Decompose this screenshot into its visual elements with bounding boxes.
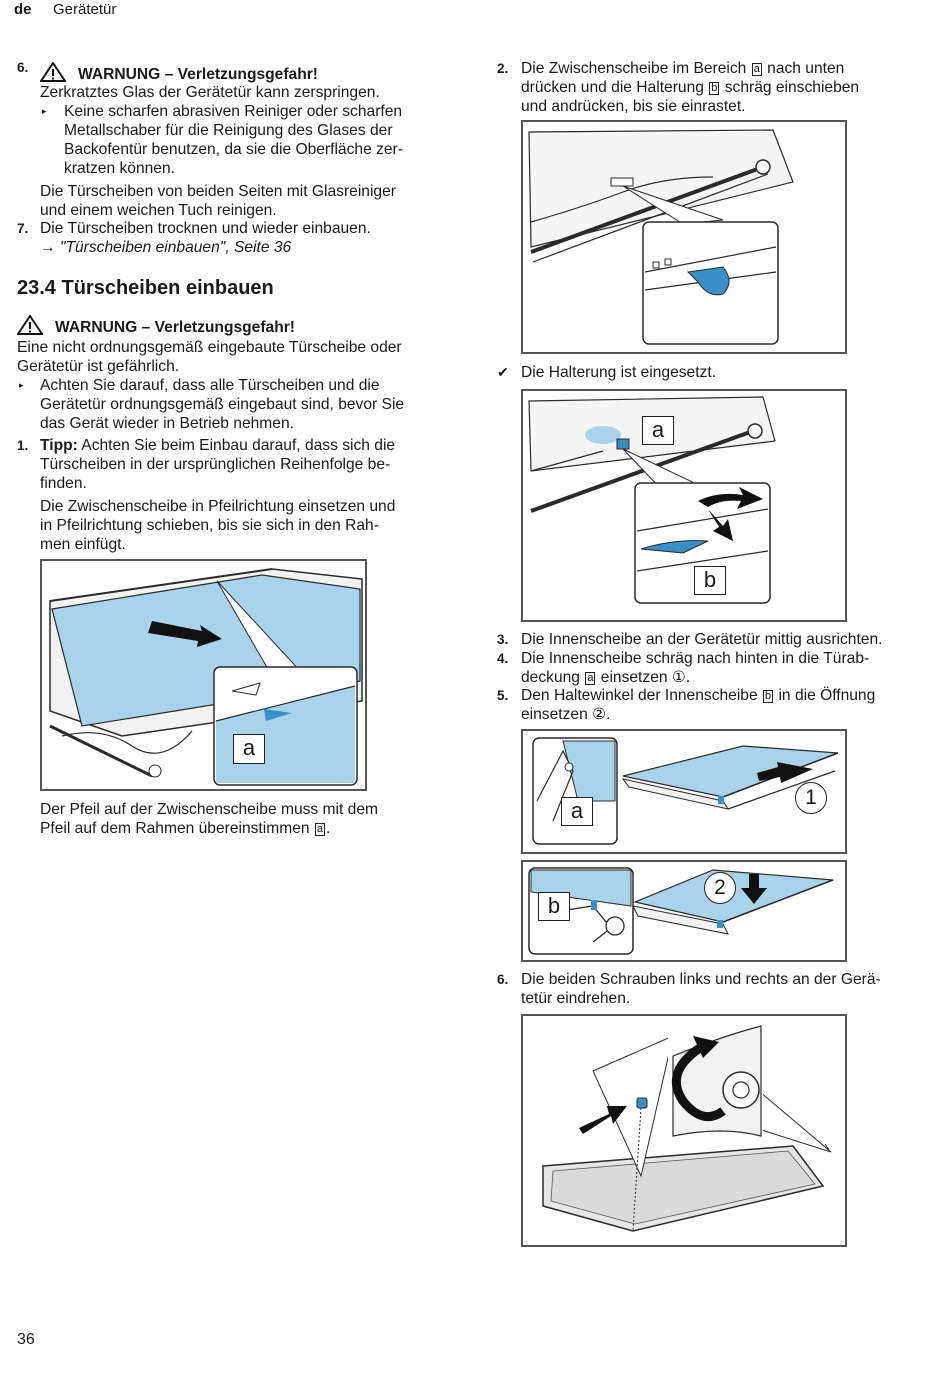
figure-label: a <box>561 797 593 826</box>
step-number: 5. <box>497 688 509 703</box>
reference-box: a <box>585 672 596 685</box>
illustration-insert-middle-pane <box>40 559 367 791</box>
step-line: drücken und die Halterung b schräg einsc… <box>521 79 860 96</box>
step-marker: 2 <box>704 872 736 904</box>
step-number: 7. <box>17 221 29 236</box>
step-line: einsetzen ②. <box>521 706 611 723</box>
step-number: 6. <box>17 60 29 75</box>
section-heading: 23.4 Türscheiben einbauen <box>17 277 274 299</box>
step-text: Die Türscheiben trocknen und wieder einb… <box>40 220 371 237</box>
bullet-line: Keine scharfen abrasiven Reiniger oder s… <box>64 103 403 120</box>
bullet-icon: ▸ <box>19 380 24 390</box>
step-line: tetür eindrehen. <box>521 990 631 1007</box>
figure-label: b <box>538 892 570 921</box>
bullet-line: Achten Sie darauf, dass alle Türscheiben… <box>40 377 380 394</box>
warning-icon <box>17 315 43 335</box>
result-text: Die Halterung ist eingesetzt. <box>521 364 717 381</box>
illustration-screws <box>521 1014 847 1247</box>
bullet-line: kratzen können. <box>64 160 175 177</box>
step-line: Den Haltewinkel der Innenscheibe b in di… <box>521 687 876 704</box>
warning-text: Zerkratztes Glas der Gerätetür kann zers… <box>40 84 380 101</box>
tip-line: Türscheiben in der ursprünglichen Reihen… <box>40 456 391 473</box>
step-number: 2. <box>497 61 509 76</box>
illustration-inner-pane-top <box>521 729 847 854</box>
tip-line: finden. <box>40 475 87 492</box>
page-number: 36 <box>17 1331 35 1348</box>
paragraph-line: Die Türscheiben von beiden Seiten mit Gl… <box>40 183 396 200</box>
step-line: Die beiden Schrauben links und rechts an… <box>521 971 881 988</box>
bullet-icon: ▸ <box>42 106 47 116</box>
bullet-line: Metallschaber für die Reinigung des Glas… <box>64 122 393 139</box>
figure-label: a <box>233 734 265 764</box>
bullet-line: Gerätetür ordnungsgemäß eingebaut sind, … <box>40 396 405 413</box>
step-line: Die Zwischenscheibe im Bereich a nach un… <box>521 60 845 77</box>
cross-reference-link[interactable]: → "Türscheiben einbauen", Seite 36 <box>40 239 292 256</box>
warning-line: Eine nicht ordnungsgemäß eingebaute Türs… <box>17 339 402 356</box>
bullet-line: das Gerät wieder in Betrieb nehmen. <box>40 415 294 432</box>
illustration-insert-holder <box>521 389 847 622</box>
paragraph-line: Die Zwischenscheibe in Pfeilrichtung ein… <box>40 498 396 515</box>
step-line: und andrücken, bis sie einrastet. <box>521 98 746 115</box>
step-marker: 1 <box>795 782 827 814</box>
step-number: 1. <box>17 438 29 453</box>
tip-text: Achten Sie beim Einbau darauf, dass sich… <box>77 437 396 454</box>
reference-box: a <box>314 823 326 836</box>
section-title: Gerätetür <box>53 1 117 18</box>
figure-label: b <box>694 566 726 595</box>
paragraph-line: in Pfeilrichtung schieben, bis sie sich … <box>40 517 379 534</box>
warning-title: WARNUNG – Verletzungsgefahr! <box>78 66 319 83</box>
language-code: de <box>14 1 32 18</box>
step-number: 4. <box>497 651 509 666</box>
tip-label: Tipp: <box>40 437 78 454</box>
step-number: 6. <box>497 972 509 987</box>
step-line: Die Innenscheibe schräg nach hinten in d… <box>521 650 870 667</box>
bullet-line: Backofentür benutzen, da sie die Oberflä… <box>64 141 403 158</box>
caption-line: Pfeil auf dem Rahmen übereinstimmen a. <box>40 820 331 837</box>
paragraph-line: men einfügt. <box>40 536 126 553</box>
reference-box: b <box>763 690 774 703</box>
caption-line: Der Pfeil auf der Zwischenscheibe muss m… <box>40 801 378 818</box>
step-line: deckung a einsetzen ①. <box>521 669 691 686</box>
step-text: Die Innenscheibe an der Gerätetür mittig… <box>521 631 883 648</box>
reference-box: a <box>751 63 762 76</box>
figure-label: a <box>642 416 674 445</box>
illustration-press-pane <box>521 120 847 354</box>
paragraph-line: und einem weichen Tuch reinigen. <box>40 202 277 219</box>
warning-line: Gerätetür ist gefährlich. <box>17 358 180 375</box>
reference-box: b <box>709 82 720 95</box>
warning-icon <box>40 62 66 82</box>
step-number: 3. <box>497 632 509 647</box>
check-icon: ✔ <box>497 364 509 380</box>
illustration-insert-bracket <box>521 860 847 962</box>
tip-line: Tipp: Achten Sie beim Einbau darauf, das… <box>40 436 395 455</box>
warning-title: WARNUNG – Verletzungsgefahr! <box>55 319 296 336</box>
